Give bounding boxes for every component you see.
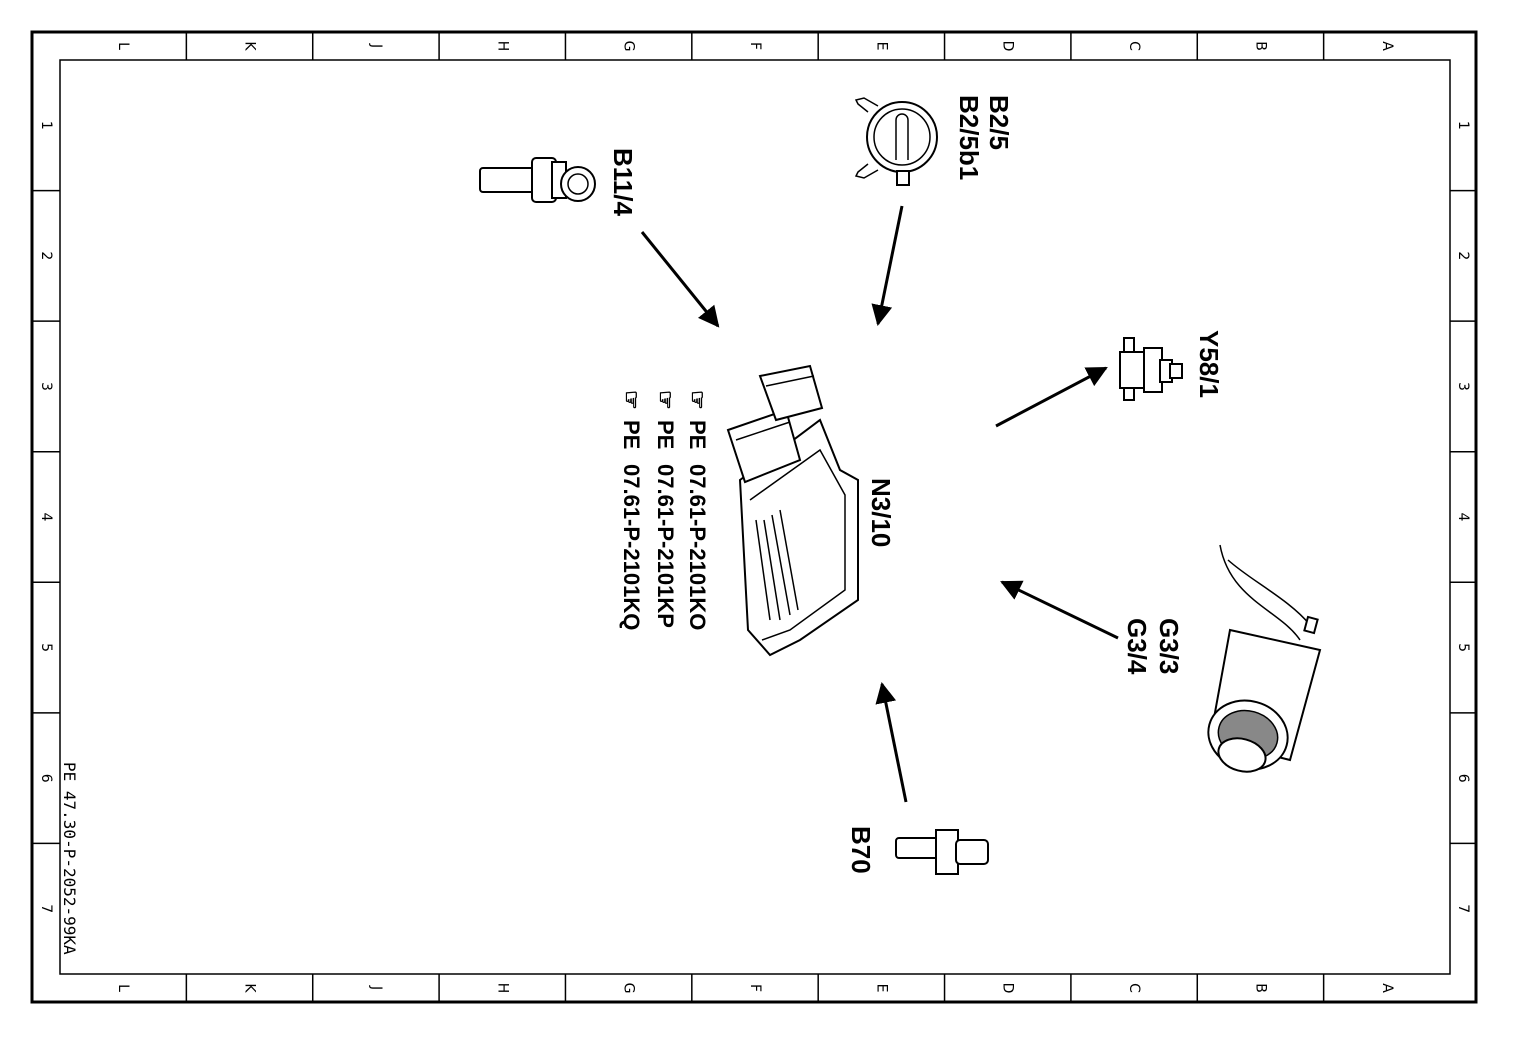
row-label: 3	[1455, 382, 1471, 391]
document-id: PE 47.30-P-2052-99KA	[60, 762, 79, 955]
hand-pointer-icon: ☞	[619, 390, 644, 410]
reference-code: PE	[653, 420, 678, 449]
column-label: J	[368, 985, 384, 990]
column-label: G	[621, 41, 637, 52]
row-label: 1	[1455, 121, 1471, 130]
b70-sensor-icon	[895, 829, 989, 875]
inner-frame	[59, 59, 1451, 975]
row-labels: 1 1 2 2 3 3 4 4 5 5 6 6 7 7	[38, 121, 1471, 913]
column-label: D	[1000, 41, 1016, 52]
y58-1-valve-icon	[1119, 337, 1183, 401]
b70-label: B70	[846, 826, 876, 874]
row-label: 4	[1455, 513, 1471, 522]
row-label: 5	[1455, 643, 1471, 652]
column-label: B	[1252, 41, 1268, 51]
row-label: 7	[1455, 904, 1471, 913]
arrow-b2-5-to-n3-10	[871, 205, 904, 327]
row-label: 5	[38, 643, 54, 652]
column-label: A	[1379, 41, 1395, 51]
b11-4-sensor-icon	[479, 157, 596, 203]
arrow-n3-10-to-y58-1	[995, 366, 1108, 428]
b2-5-label: B2/5	[984, 95, 1014, 150]
b2-5b1-label: B2/5b1	[954, 95, 984, 180]
row-label: 4	[38, 513, 54, 522]
reference-code: PE	[685, 420, 710, 449]
arrow-b11-4-to-n3-10	[640, 231, 720, 328]
row-label: 6	[38, 774, 54, 783]
arrow-b70-to-n3-10	[875, 681, 908, 803]
row-label: 6	[1455, 774, 1471, 783]
column-label: G	[621, 983, 637, 994]
column-label: F	[747, 42, 763, 50]
row-label: 2	[38, 251, 54, 260]
reference-list: ☞ PE 07.61-P-2101KO ☞ PE 07.61-P-2101KP ☞ PE 07.…	[619, 390, 710, 630]
column-label: K	[242, 983, 258, 993]
column-label: A	[1379, 983, 1395, 993]
reference-item: ☞ PE 07.61-P-2101KO	[685, 390, 710, 630]
g3-3-label: G3/3	[1154, 618, 1184, 674]
column-label: C	[1126, 983, 1142, 993]
b11-4-label: B11/4	[608, 148, 638, 216]
row-label: 2	[1455, 251, 1471, 260]
outer-frame	[30, 30, 1478, 1004]
grid-ticks	[32, 32, 1476, 1002]
g3-oxygen-sensor-icon	[1207, 544, 1322, 773]
column-label: L	[115, 984, 131, 992]
column-label: J	[368, 43, 384, 48]
column-label: E	[873, 42, 889, 51]
column-label: C	[1126, 41, 1142, 51]
y58-1-label: Y58/1	[1194, 330, 1224, 398]
column-label: B	[1252, 983, 1268, 993]
reference-doc: 07.61-P-2101KO	[685, 464, 710, 630]
column-label: E	[873, 984, 889, 993]
column-labels: L L K K J J H H G G F F E E D D C C B B A A	[115, 41, 1395, 994]
reference-item: ☞ PE 07.61-P-2101KQ	[619, 390, 644, 630]
hand-pointer-icon: ☞	[685, 390, 710, 410]
row-label: 3	[38, 382, 54, 391]
reference-doc: 07.61-P-2101KQ	[619, 464, 644, 630]
reference-item: ☞ PE 07.61-P-2101KP	[653, 390, 678, 628]
column-label: H	[494, 41, 510, 52]
column-label: K	[242, 41, 258, 51]
row-label: 1	[38, 121, 54, 130]
column-label: F	[747, 984, 763, 992]
column-label: L	[115, 42, 131, 50]
arrow-g3-to-n3-10	[1000, 580, 1119, 640]
hand-pointer-icon: ☞	[653, 390, 678, 410]
reference-code: PE	[619, 420, 644, 449]
b2-5-sensor-icon	[854, 97, 938, 186]
n3-10-label: N3/10	[866, 478, 896, 547]
column-label: D	[1000, 983, 1016, 994]
column-label: H	[494, 983, 510, 994]
row-label: 7	[38, 904, 54, 913]
reference-doc: 07.61-P-2101KP	[653, 464, 678, 628]
g3-4-label: G3/4	[1122, 618, 1152, 675]
n3-10-control-unit-icon	[726, 364, 859, 657]
